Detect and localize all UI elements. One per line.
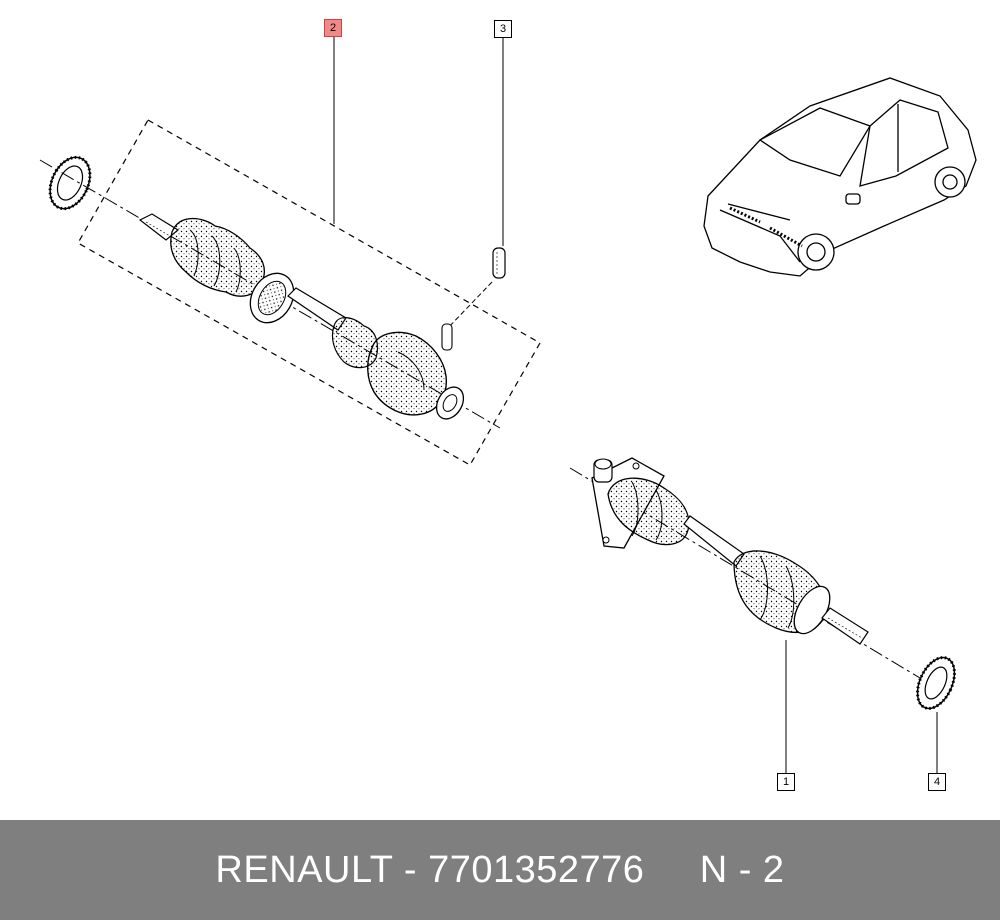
brand-name: RENAULT <box>215 848 393 891</box>
abs-ring-upper <box>48 155 92 211</box>
driveshaft-exploded-diagram <box>39 37 977 775</box>
callout-label-3[interactable]: 3 <box>494 20 512 38</box>
abs-ring-part-4 <box>916 656 956 710</box>
callout-label-2[interactable]: 2 <box>324 19 342 37</box>
callout-label-4[interactable]: 4 <box>928 773 946 791</box>
brand-separator: - <box>403 848 417 891</box>
roll-pin-part-3 <box>441 247 506 351</box>
car-locator-illustration <box>703 77 977 277</box>
part-number: 7701352776 <box>428 848 645 891</box>
part-info-footer: RENAULT - 7701352776 N - 2 <box>0 820 1000 920</box>
part-info-text: RENAULT - 7701352776 N - 2 <box>215 849 784 892</box>
driveshaft-part-1 <box>591 457 869 645</box>
position-label: N - 2 <box>699 848 785 891</box>
driveshaft-part-2 <box>138 213 465 420</box>
axis-line-lower <box>569 467 941 691</box>
assembly-outline-dashed <box>77 119 541 466</box>
callout-label-1[interactable]: 1 <box>777 773 795 791</box>
